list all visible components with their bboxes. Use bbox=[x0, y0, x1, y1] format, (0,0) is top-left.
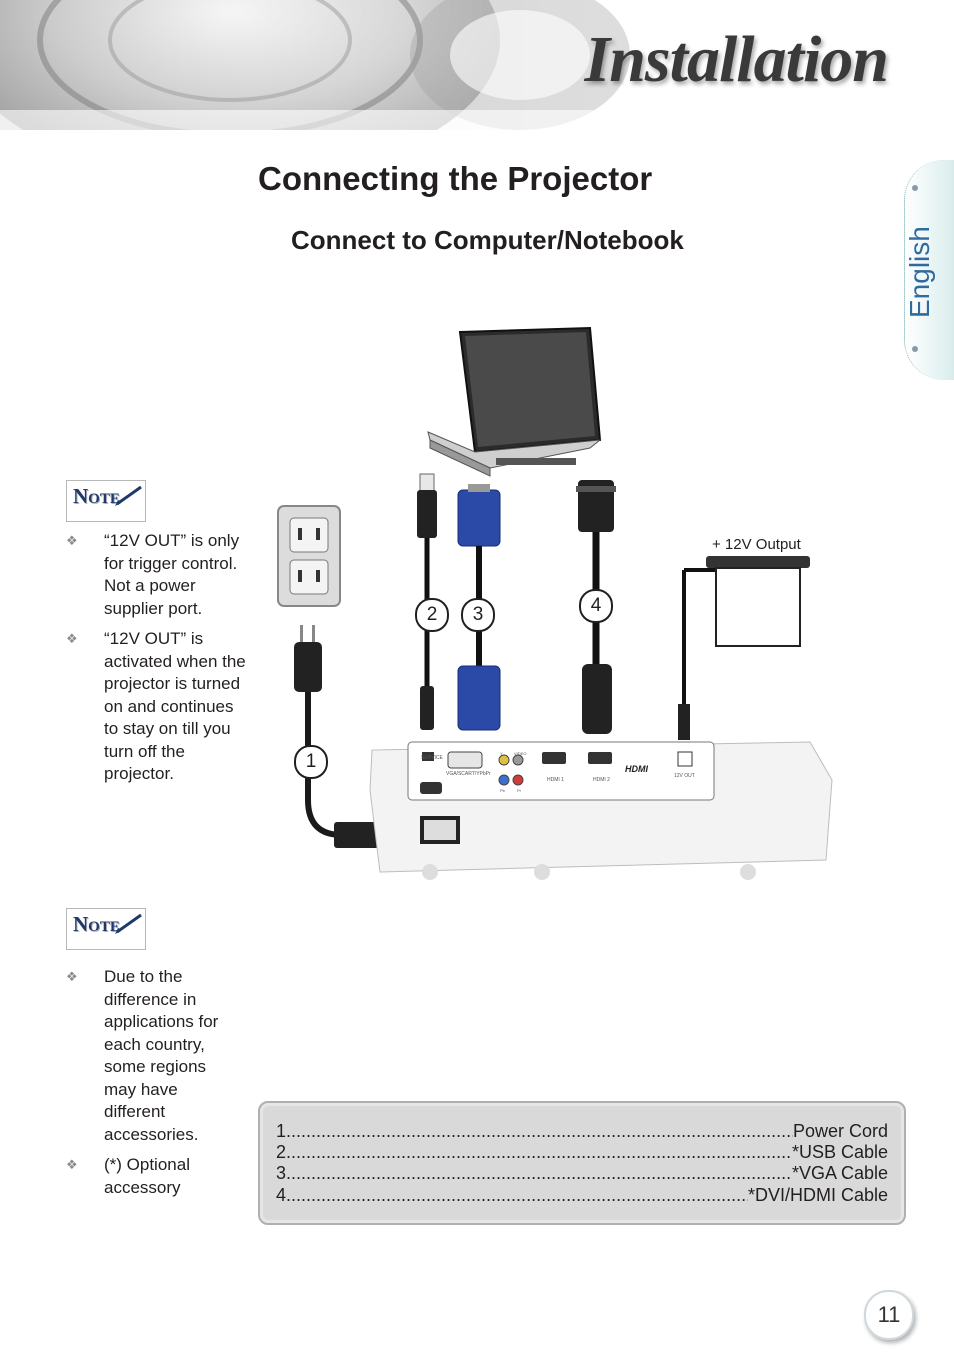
note-item: (*) Optional accessory bbox=[66, 1154, 222, 1199]
pr-port-label: Pr bbox=[517, 788, 521, 793]
note-item: Due to the difference in applications fo… bbox=[66, 966, 222, 1146]
cable-legend: 1 Power Cord 2 *USB Cable 3 *VGA Cable 4… bbox=[258, 1101, 906, 1225]
hdmi-logo: HDMI bbox=[625, 764, 648, 774]
legend-item: *DVI/HDMI Cable bbox=[747, 1184, 888, 1206]
legend-leader bbox=[286, 1162, 792, 1184]
language-tab bbox=[904, 160, 954, 380]
page-header-title: Installation bbox=[584, 23, 889, 96]
callout-2: 2 bbox=[415, 598, 449, 632]
legend-number: 2 bbox=[276, 1142, 287, 1162]
service-port-label: SERVICE bbox=[421, 755, 443, 761]
connection-diagram bbox=[277, 326, 833, 880]
legend-row: 2 *USB Cable bbox=[276, 1141, 888, 1163]
hdmi2-port-label: HDMI 2 bbox=[593, 777, 610, 783]
language-text: English bbox=[904, 226, 935, 318]
legend-leader bbox=[286, 1141, 792, 1163]
trigger-cable bbox=[678, 568, 720, 740]
tab-dot-icon bbox=[912, 346, 918, 352]
y-port-label: Y bbox=[500, 751, 503, 756]
legend-item: *VGA Cable bbox=[791, 1162, 888, 1184]
legend-number: 1 bbox=[276, 1121, 287, 1141]
projection-screen bbox=[706, 556, 810, 647]
pb-port-label: Pb bbox=[500, 788, 505, 793]
page-number: 11 bbox=[864, 1290, 914, 1340]
section-title: Connecting the Projector bbox=[258, 160, 653, 197]
12v-output-label: + 12V Output bbox=[712, 536, 801, 553]
legend-item: *USB Cable bbox=[791, 1141, 888, 1163]
note-icon: Note bbox=[66, 908, 146, 950]
note-list: Due to the difference in applications fo… bbox=[66, 966, 222, 1207]
legend-row: 3 *VGA Cable bbox=[276, 1162, 888, 1184]
language-label: English bbox=[900, 226, 940, 320]
projector-illustration bbox=[369, 741, 833, 880]
lens-graphic bbox=[0, 0, 954, 130]
note-list: “12V OUT” is only for trigger control. N… bbox=[66, 530, 252, 794]
hdmi1-port-label: HDMI 1 bbox=[547, 777, 564, 783]
12v-out-port-label: 12V OUT bbox=[674, 773, 695, 779]
callout-1: 1 bbox=[294, 745, 328, 779]
wall-outlet bbox=[277, 505, 341, 607]
legend-number: 4 bbox=[276, 1185, 287, 1205]
note-item: “12V OUT” is activated when the projecto… bbox=[66, 628, 252, 786]
legend-leader bbox=[286, 1184, 748, 1206]
note-icon-label: Note bbox=[73, 912, 120, 936]
subsection-title: Connect to Computer/Notebook bbox=[291, 225, 684, 255]
legend-leader bbox=[286, 1120, 793, 1142]
note-icon: Note bbox=[66, 480, 146, 522]
callout-3: 3 bbox=[461, 598, 495, 632]
header-banner: Installation bbox=[0, 0, 954, 130]
vga-port-label: VGA/SCART/YPbPr bbox=[446, 771, 491, 777]
note-item: “12V OUT” is only for trigger control. N… bbox=[66, 530, 252, 620]
pencil-icon bbox=[115, 485, 142, 506]
legend-row: 4 *DVI/HDMI Cable bbox=[276, 1184, 888, 1206]
video-port-label: VIDEO bbox=[514, 751, 527, 756]
dlp-logo: DLP bbox=[424, 784, 442, 794]
note-icon-label: Note bbox=[73, 484, 120, 508]
laptop-illustration bbox=[427, 326, 602, 477]
tab-dot-icon bbox=[912, 185, 918, 191]
callout-4: 4 bbox=[579, 589, 613, 623]
legend-item: Power Cord bbox=[792, 1120, 888, 1142]
legend-row: 1 Power Cord bbox=[276, 1120, 888, 1142]
legend-number: 3 bbox=[276, 1163, 287, 1183]
pencil-icon bbox=[115, 913, 142, 934]
